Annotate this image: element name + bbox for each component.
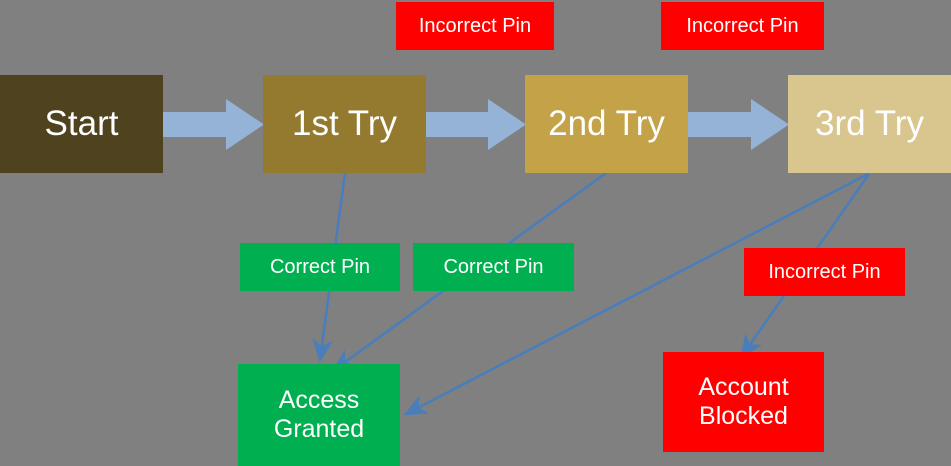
node-first-try-label: 1st Try	[291, 103, 398, 143]
node-access-granted-label: Access Granted	[273, 386, 365, 443]
node-access-granted[interactable]: Access Granted	[238, 364, 400, 466]
node-start-label: Start	[44, 103, 119, 143]
block-arrow-try1-to-try2	[426, 99, 526, 150]
edge-label-incorrect-pin-2[interactable]: Incorrect Pin	[661, 2, 824, 50]
edge-label-incorrect-pin-3[interactable]: Incorrect Pin	[744, 248, 905, 296]
node-start[interactable]: Start	[0, 75, 163, 173]
node-second-try-label: 2nd Try	[548, 103, 665, 143]
node-second-try[interactable]: 2nd Try	[525, 75, 688, 173]
edge-label-correct-pin-1-text: Correct Pin	[269, 255, 371, 278]
edge-label-correct-pin-1[interactable]: Correct Pin	[240, 243, 400, 291]
node-account-blocked-label: Account Blocked	[698, 373, 789, 430]
edge-label-incorrect-pin-2-text: Incorrect Pin	[686, 14, 799, 37]
edge-label-incorrect-pin-1-text: Incorrect Pin	[418, 14, 532, 37]
block-arrow-start-to-try1	[163, 99, 264, 150]
node-first-try[interactable]: 1st Try	[263, 75, 426, 173]
node-third-try-label: 3rd Try	[815, 103, 924, 143]
block-arrow-try2-to-try3	[688, 99, 789, 150]
edge-label-incorrect-pin-1[interactable]: Incorrect Pin	[396, 2, 554, 50]
node-third-try[interactable]: 3rd Try	[788, 75, 951, 173]
edge-label-correct-pin-2[interactable]: Correct Pin	[413, 243, 574, 291]
edge-label-incorrect-pin-3-text: Incorrect Pin	[768, 260, 881, 283]
node-account-blocked[interactable]: Account Blocked	[663, 352, 824, 452]
edge-label-correct-pin-2-text: Correct Pin	[443, 255, 544, 278]
